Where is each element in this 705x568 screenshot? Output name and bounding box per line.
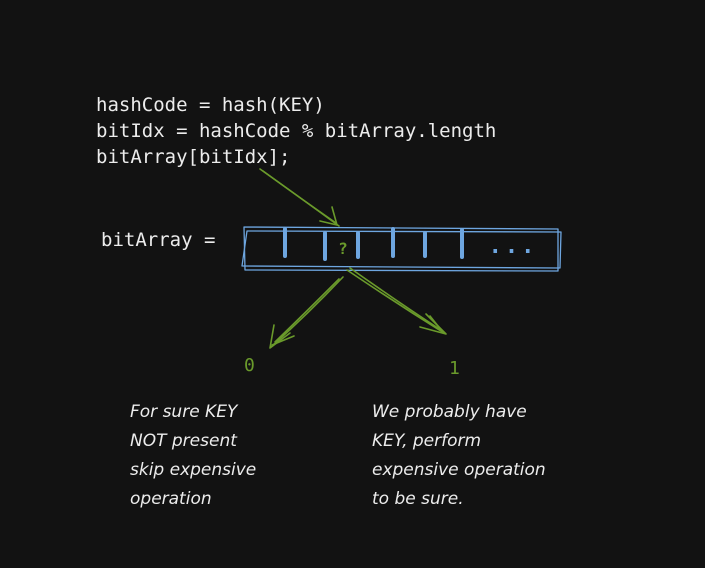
array-ellipsis: ... xyxy=(489,234,538,259)
note-line: expensive operation xyxy=(372,460,546,480)
note-line: operation xyxy=(130,489,212,509)
code-block: hashCode = hash(KEY) bitIdx = hashCode %… xyxy=(96,92,496,170)
arrow-to-zero xyxy=(269,276,344,349)
index-arrow xyxy=(259,168,340,227)
note-line: to be sure. xyxy=(372,489,464,509)
outcome-one: 1 xyxy=(449,358,460,379)
note-key-absent: For sure KEY NOT present skip expensive … xyxy=(130,398,256,514)
bit-array-cells xyxy=(283,227,464,261)
note-line: skip expensive xyxy=(130,460,257,480)
code-line-access: bitArray[bitIdx]; xyxy=(96,146,291,168)
note-line: KEY, perform xyxy=(372,431,482,451)
note-line: We probably have xyxy=(372,402,527,422)
arrow-to-one xyxy=(346,267,447,335)
note-key-maybe-present: We probably have KEY, perform expensive … xyxy=(372,398,546,514)
outcome-zero: 0 xyxy=(244,355,255,376)
note-line: For sure KEY xyxy=(130,402,238,422)
code-line-bitidx: bitIdx = hashCode % bitArray.length xyxy=(96,120,497,142)
bit-array-box xyxy=(241,226,562,272)
code-line-hash: hashCode = hash(KEY) xyxy=(96,94,325,116)
bit-array-label: bitArray = xyxy=(101,229,216,251)
cell-marker: ? xyxy=(338,239,348,258)
note-line: NOT present xyxy=(130,431,237,451)
